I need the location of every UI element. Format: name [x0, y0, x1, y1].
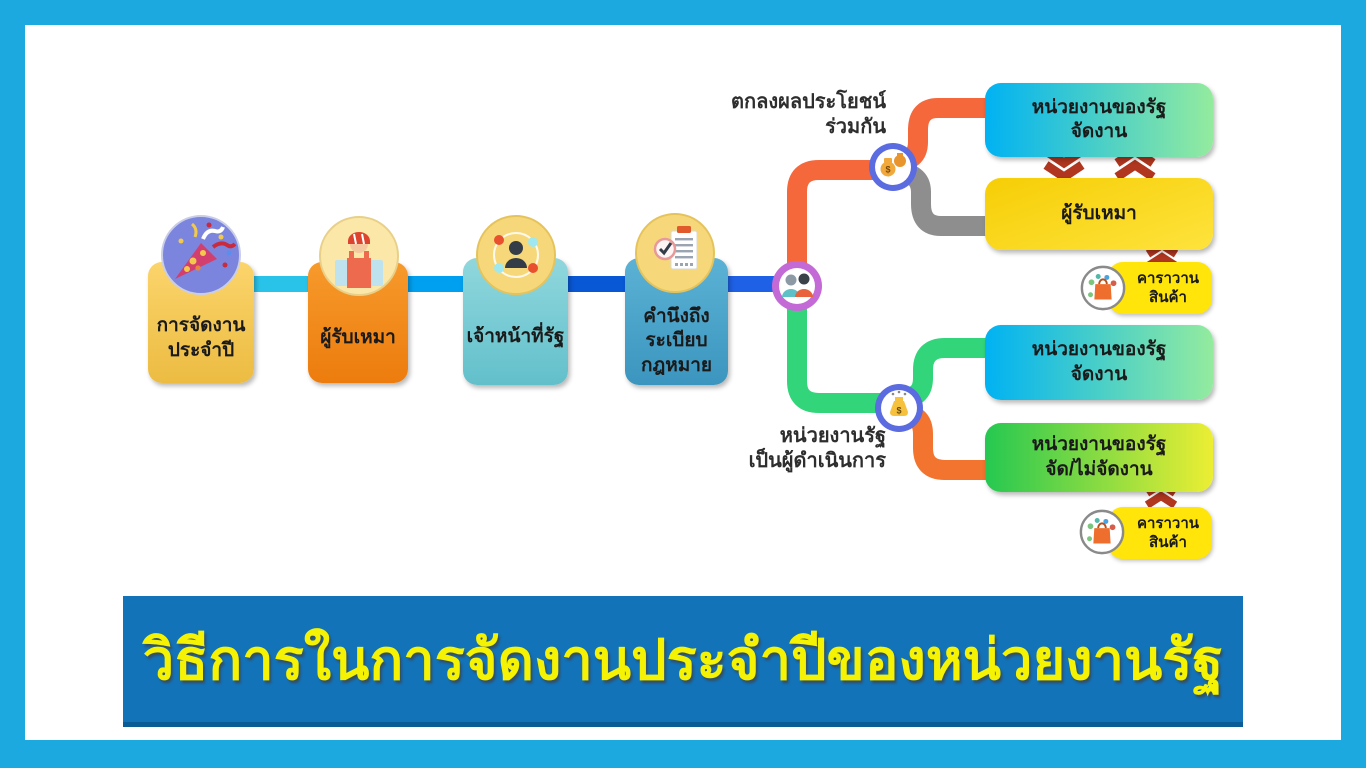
bottom-branch-to-organize-path: [902, 338, 990, 408]
caravan-goods-top: คาราวาน สินค้า: [1108, 262, 1212, 314]
partners-node: [772, 261, 822, 311]
outcome-government-organizes-top: หน่วยงานของรัฐ จัดงาน: [985, 83, 1213, 157]
svg-text:$: $: [896, 406, 901, 416]
top-branch-main-path: [787, 160, 893, 296]
outcome-government-organizes-bottom: หน่วยงานของรัฐ จัดงาน: [985, 325, 1213, 400]
law-checklist-icon: [634, 212, 716, 294]
money-bag-node: $: [875, 384, 923, 432]
outcome-government-organize-or-not: หน่วยงานของรัฐ จัด/ไม่จัดงาน: [985, 423, 1213, 492]
construction-worker-icon: [318, 215, 400, 297]
shopping-caravan-icon: [1078, 508, 1126, 556]
partners-icon: [782, 273, 813, 297]
title-banner: วิธีการในการจัดงานประจำปีของหน่วยงานรัฐ: [123, 596, 1243, 727]
slide-title: วิธีการในการจัดงานประจำปีของหน่วยงานรัฐ: [142, 627, 1224, 691]
caravan-goods-bottom: คาราวาน สินค้า: [1108, 507, 1212, 559]
money-bag-icon: $: [890, 390, 908, 416]
outcome-contractor: ผู้รับเหมา: [985, 178, 1213, 250]
money-bags-node: $: [869, 143, 917, 191]
bottom-branch-main-path: [787, 278, 899, 413]
officer-network-icon: [475, 214, 557, 296]
top-branch-label: ตกลงผลประโยชน์ ร่วมกัน: [731, 91, 886, 138]
svg-text:$: $: [885, 165, 890, 175]
bottom-branch-label: หน่วยงานรัฐ เป็นผู้ดำเนินการ: [748, 425, 886, 472]
money-bags-icon: $: [880, 153, 906, 177]
shopping-caravan-icon: [1079, 264, 1127, 312]
party-popper-icon: [160, 214, 242, 296]
